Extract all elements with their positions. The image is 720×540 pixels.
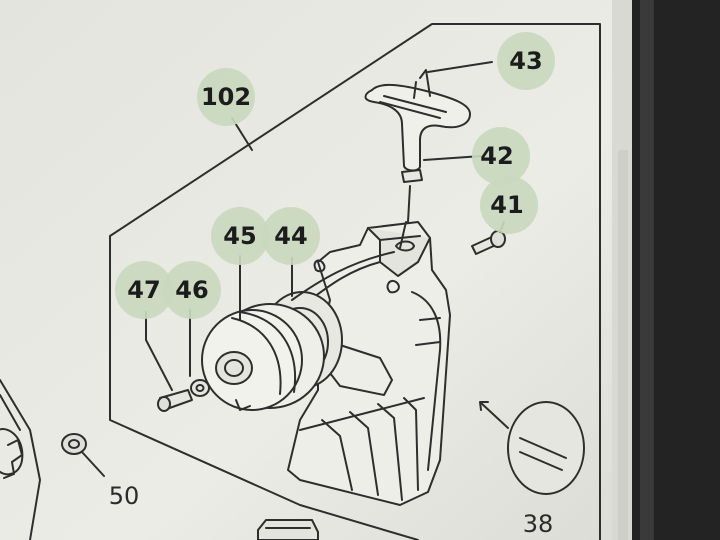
scrollbar-track bbox=[618, 150, 628, 540]
callout-102 bbox=[197, 68, 255, 126]
nut-50 bbox=[61, 433, 87, 455]
housing-side-panel bbox=[411, 291, 442, 471]
assembly-frame-102 bbox=[109, 23, 601, 540]
rope bbox=[399, 185, 411, 249]
part-label-38: 38 bbox=[522, 510, 554, 538]
bottom-part bbox=[257, 519, 319, 540]
pulley-45-bore bbox=[224, 359, 244, 377]
grip-insert-42 bbox=[401, 169, 423, 183]
leader-47 bbox=[145, 311, 173, 391]
part-label-50: 50 bbox=[108, 482, 140, 510]
part-label-42: 42 bbox=[480, 142, 514, 170]
left-part-clip bbox=[3, 439, 23, 479]
washer-46-hole bbox=[195, 384, 205, 392]
pulley-45-notch bbox=[235, 399, 251, 411]
washer-46 bbox=[190, 379, 210, 397]
callout-42 bbox=[472, 127, 530, 185]
part-label-102: 102 bbox=[200, 83, 252, 111]
housing-bosses bbox=[313, 259, 400, 294]
part-label-46: 46 bbox=[175, 276, 209, 304]
handle-43-cord bbox=[413, 69, 431, 99]
callout-43 bbox=[497, 32, 555, 90]
leader-43 bbox=[427, 61, 493, 73]
starter-handle-43 bbox=[364, 84, 471, 172]
filter-disc-38 bbox=[507, 401, 585, 495]
housing-ribs bbox=[299, 397, 425, 501]
part-label-45: 45 bbox=[223, 222, 257, 250]
left-part bbox=[0, 379, 41, 540]
leader-50 bbox=[81, 451, 105, 477]
pulley-45-groove bbox=[231, 311, 296, 395]
callout-46 bbox=[163, 261, 221, 319]
part-label-41: 41 bbox=[490, 191, 524, 219]
bezel-highlight bbox=[640, 0, 654, 540]
part-label-43: 43 bbox=[509, 47, 543, 75]
callout-45 bbox=[211, 207, 269, 265]
rope-to-pulley bbox=[291, 251, 395, 301]
nut-50-hole bbox=[68, 439, 80, 449]
part-label-44: 44 bbox=[274, 222, 308, 250]
housing-top-guide bbox=[367, 227, 431, 277]
pulley-45 bbox=[201, 309, 303, 411]
screw-47-head bbox=[157, 396, 171, 412]
part-label-47: 47 bbox=[127, 276, 161, 304]
callout-41 bbox=[480, 176, 538, 234]
handle-43-grip-lines bbox=[379, 95, 447, 119]
leader-38-arrow bbox=[479, 401, 509, 429]
pulley-45-hub bbox=[215, 351, 253, 385]
callout-44 bbox=[262, 207, 320, 265]
filter-disc-38-marks bbox=[519, 437, 567, 471]
